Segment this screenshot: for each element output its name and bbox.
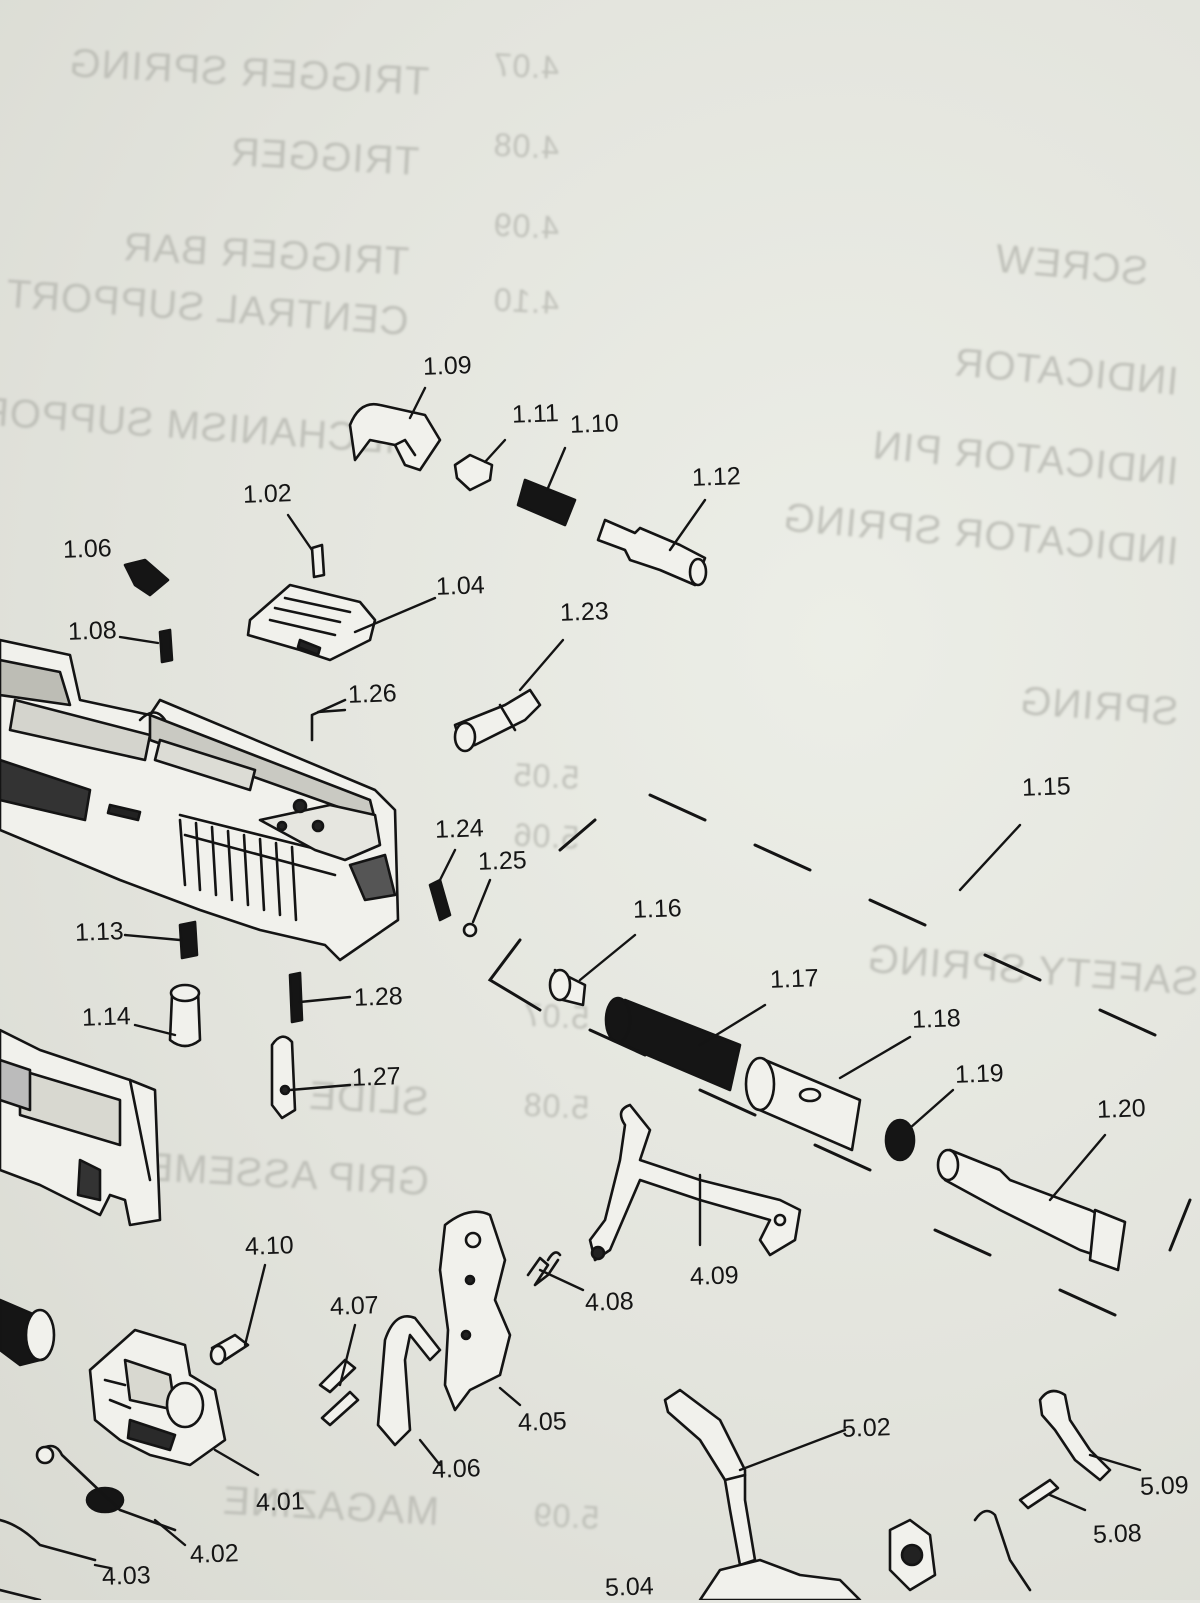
part-1-20	[936, 1148, 1127, 1272]
part-1-19	[884, 1118, 916, 1162]
callout-4-05: 4.05	[517, 1407, 568, 1437]
slide-part	[0, 638, 400, 962]
callout-1-08: 1.08	[67, 616, 118, 646]
callout-1-11: 1.11	[511, 399, 560, 429]
callout-4-10: 4.10	[244, 1231, 295, 1261]
callout-5-09: 5.09	[1139, 1471, 1190, 1501]
part-1-14	[168, 983, 202, 1048]
part-1-11	[453, 453, 494, 492]
callout-1-10: 1.10	[569, 409, 620, 439]
callout-1-17: 1.17	[769, 964, 820, 994]
part-4-10	[209, 1333, 250, 1366]
part-4-02	[35, 1444, 177, 1532]
callout-1-23: 1.23	[559, 597, 610, 627]
part-1-12	[596, 518, 708, 587]
callout-4-07: 4.07	[329, 1291, 380, 1321]
callout-1-16: 1.16	[632, 894, 683, 924]
part-5-09	[1038, 1389, 1112, 1482]
part-1-25	[462, 922, 478, 938]
callout-1-14: 1.14	[81, 1002, 132, 1032]
callout-1-19: 1.19	[954, 1059, 1005, 1089]
part-4-07	[318, 1358, 360, 1427]
callout-1-06: 1.06	[62, 534, 113, 564]
callout-1-02: 1.02	[242, 479, 293, 509]
callout-4-03: 4.03	[101, 1561, 152, 1591]
part-1-16	[548, 968, 587, 1007]
guide-rod-part	[0, 1298, 56, 1367]
callout-4-01: 4.01	[255, 1487, 306, 1517]
callout-1-15: 1.15	[1021, 772, 1072, 802]
callout-5-04: 5.04	[604, 1572, 655, 1602]
callout-1-24: 1.24	[434, 814, 485, 844]
part-1-27	[270, 1035, 297, 1120]
part-1-04	[246, 583, 377, 662]
callout-1-26: 1.26	[347, 679, 398, 709]
callout-1-20: 1.20	[1096, 1094, 1147, 1124]
part-1-13	[178, 920, 199, 960]
part-4-08	[526, 1251, 562, 1287]
part-1-28	[288, 971, 304, 1024]
part-4-03	[0, 1518, 97, 1600]
callout-5-08: 5.08	[1092, 1519, 1143, 1549]
leader-lines	[93, 386, 1142, 1570]
callout-1-12: 1.12	[691, 462, 742, 492]
part-4-05	[438, 1210, 512, 1412]
part-4-01	[88, 1328, 227, 1467]
part-1-08	[158, 628, 174, 664]
callout-5-02: 5.02	[841, 1413, 892, 1443]
callout-1-09: 1.09	[422, 351, 473, 381]
part-1-23	[453, 688, 542, 753]
callout-4-09: 4.09	[689, 1261, 740, 1291]
callout-1-27: 1.27	[351, 1062, 402, 1092]
callout-1-13: 1.13	[74, 917, 125, 947]
part-1-10	[516, 478, 577, 527]
callout-1-25: 1.25	[477, 846, 528, 876]
part-4-09	[588, 1103, 802, 1262]
assembly-dashes	[487, 793, 1192, 1317]
part-5-08	[1018, 1478, 1060, 1510]
callout-1-18: 1.18	[911, 1004, 962, 1034]
frame-part	[0, 1028, 162, 1227]
callout-1-04: 1.04	[435, 571, 486, 601]
part-1-26	[310, 698, 347, 742]
callout-1-28: 1.28	[353, 982, 404, 1012]
part-5-04	[698, 1509, 1032, 1600]
part-1-09	[348, 402, 442, 472]
part-5-02	[663, 1388, 757, 1567]
part-1-17	[604, 996, 742, 1092]
part-1-24	[428, 878, 452, 922]
part-1-02	[310, 543, 326, 579]
callout-4-02: 4.02	[189, 1539, 240, 1569]
part-1-06	[123, 558, 170, 597]
callout-4-06: 4.06	[431, 1454, 482, 1484]
part-1-18	[744, 1056, 862, 1152]
callout-4-08: 4.08	[584, 1287, 635, 1317]
part-4-06	[376, 1315, 442, 1447]
